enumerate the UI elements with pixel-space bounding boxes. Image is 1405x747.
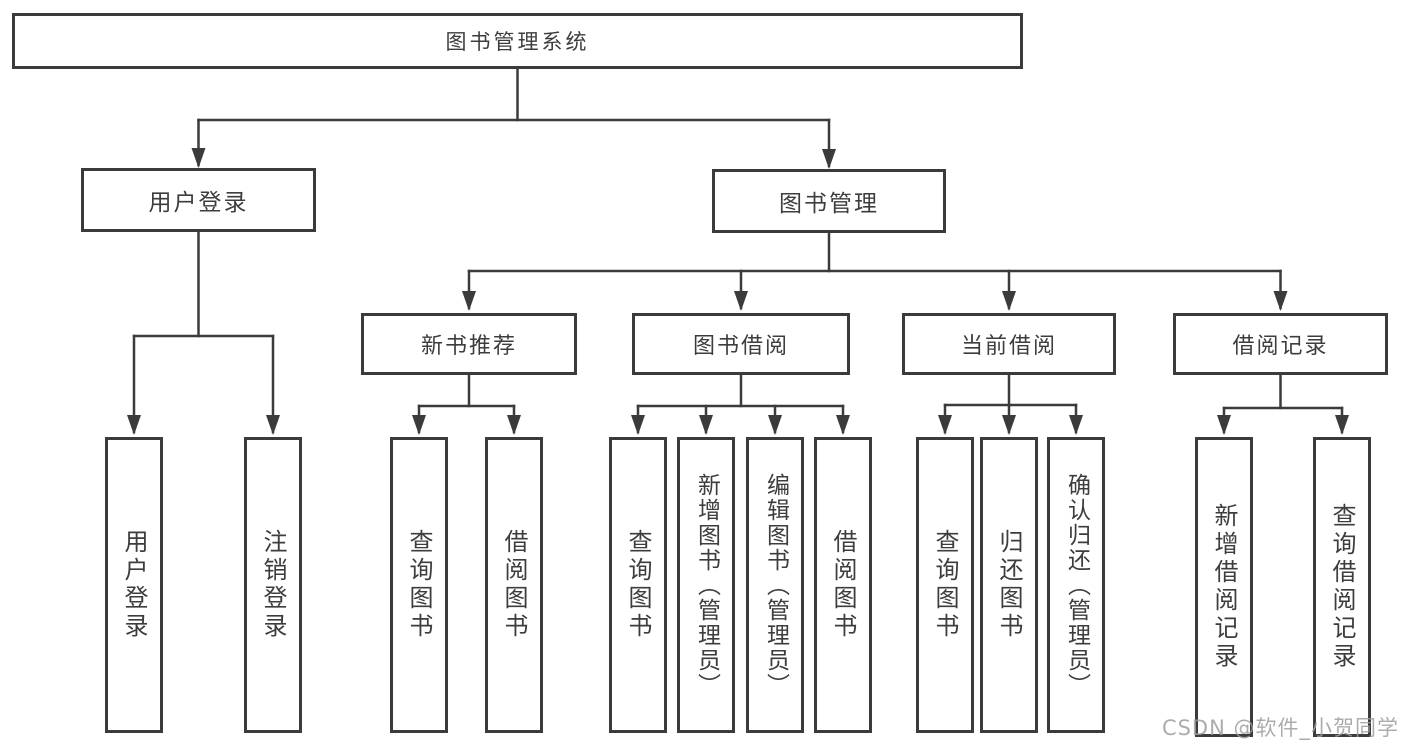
- root-node-book-management-system: 图书管理系统: [12, 13, 1023, 69]
- node-new-book-recommend: 新书推荐: [361, 313, 577, 375]
- node-label: 注销登录: [259, 529, 287, 641]
- node-label: 查询图书: [931, 529, 959, 641]
- node-label: 新书推荐: [420, 334, 517, 359]
- node-label: 查询借阅记录: [1328, 503, 1356, 671]
- leaf-edit-books-admin: 编辑图书（管理员）: [746, 437, 804, 733]
- node-label: 新增图书（管理员）: [693, 472, 720, 698]
- node-label: 借阅图书: [829, 529, 857, 641]
- node-book-management: 图书管理: [712, 169, 946, 233]
- node-current-borrow: 当前借阅: [902, 313, 1116, 375]
- leaf-user-login: 用户登录: [105, 437, 163, 733]
- node-label: 归还图书: [995, 529, 1023, 641]
- leaf-query-books-borrow: 查询图书: [609, 437, 667, 733]
- leaf-query-borrow-record: 查询借阅记录: [1313, 437, 1371, 737]
- leaf-borrow-books-recommend: 借阅图书: [485, 437, 543, 733]
- node-label: 图书管理系统: [445, 30, 590, 54]
- node-label: 新增借阅记录: [1210, 503, 1238, 671]
- leaf-query-books-recommend: 查询图书: [390, 437, 448, 733]
- leaf-add-borrow-record: 新增借阅记录: [1195, 437, 1253, 737]
- leaf-logout: 注销登录: [244, 437, 302, 733]
- node-label: 编辑图书（管理员）: [762, 472, 789, 698]
- node-label: 借阅图书: [500, 529, 528, 641]
- node-label: 图书管理: [779, 191, 879, 217]
- node-label: 查询图书: [624, 529, 652, 641]
- leaf-return-books: 归还图书: [980, 437, 1038, 733]
- node-label: 图书借阅: [692, 334, 789, 359]
- node-user-login: 用户登录: [81, 168, 316, 232]
- node-label: 借阅记录: [1232, 334, 1329, 359]
- node-label: 用户登录: [120, 529, 148, 641]
- node-label: 当前借阅: [960, 334, 1057, 359]
- leaf-confirm-return-admin: 确认归还（管理员）: [1047, 437, 1105, 733]
- node-borrow-records: 借阅记录: [1173, 313, 1388, 375]
- csdn-watermark: CSDN @软件_小贺同学: [1161, 716, 1399, 740]
- node-label: 用户登录: [148, 190, 249, 216]
- leaf-query-books-current: 查询图书: [916, 437, 974, 733]
- leaf-add-books-admin: 新增图书（管理员）: [677, 437, 735, 733]
- node-label: 查询图书: [405, 529, 433, 641]
- leaf-borrow-books: 借阅图书: [814, 437, 872, 733]
- node-book-borrow: 图书借阅: [632, 313, 850, 375]
- node-label: 确认归还（管理员）: [1063, 472, 1090, 698]
